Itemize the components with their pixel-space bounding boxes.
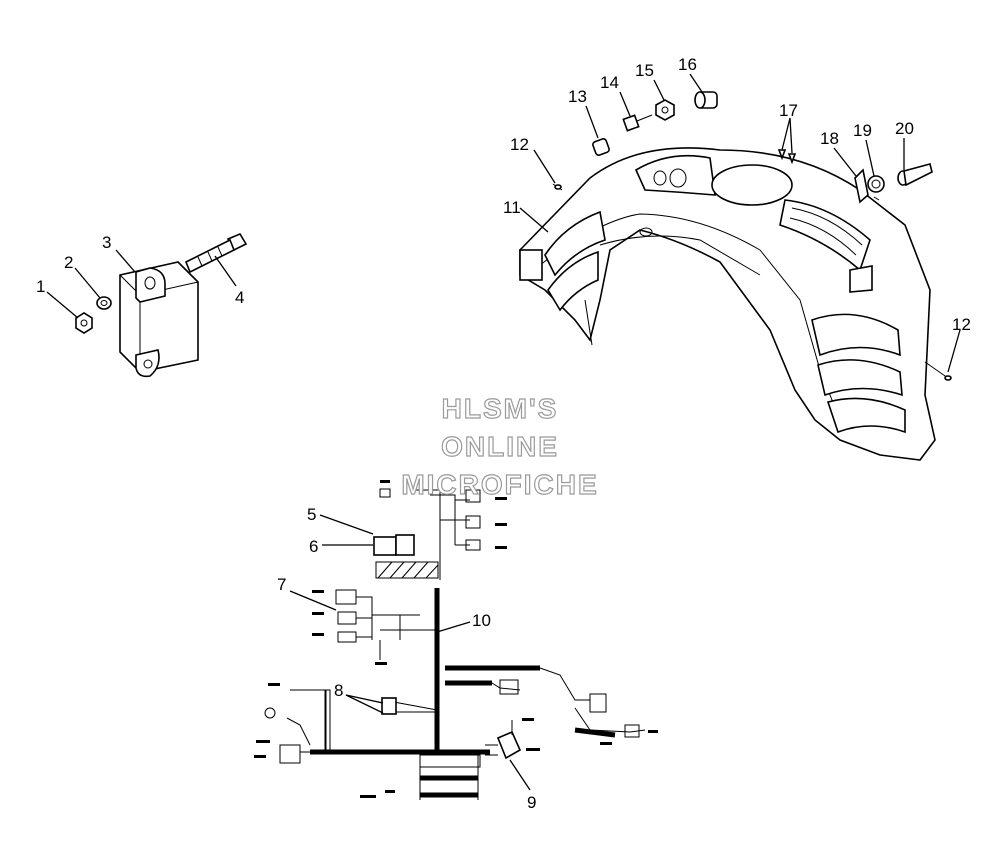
grommet[interactable] xyxy=(867,175,885,193)
ignition-cap[interactable] xyxy=(694,91,718,109)
panel-clip xyxy=(849,265,873,293)
callout-7: 7 xyxy=(277,575,286,594)
callout-1: 1 xyxy=(36,277,45,296)
bolt[interactable] xyxy=(184,232,248,274)
callout-4: 4 xyxy=(235,288,244,307)
screw-12-lower[interactable] xyxy=(924,361,952,381)
left-gauge-pod xyxy=(634,154,716,196)
leader-lines xyxy=(46,73,961,791)
module-assembly xyxy=(75,232,248,378)
panel-nut[interactable] xyxy=(655,99,675,121)
callout-10: 10 xyxy=(472,611,491,630)
callout-14: 14 xyxy=(600,73,619,92)
connector-right-1 xyxy=(589,693,607,713)
module-mount-tab-top xyxy=(135,267,166,303)
nut[interactable] xyxy=(75,312,93,334)
callout-6: 6 xyxy=(309,537,318,556)
callout-17: 17 xyxy=(779,101,798,120)
callout-9: 9 xyxy=(527,793,536,812)
callout-3: 3 xyxy=(102,233,111,252)
callout-15: 15 xyxy=(635,61,654,80)
right-vent-2 xyxy=(817,359,903,397)
center-gauge-opening xyxy=(711,164,793,206)
callout-16: 16 xyxy=(678,55,697,74)
connector-mid xyxy=(499,679,519,695)
hatched-mount xyxy=(375,561,439,579)
module-mount-tab-bottom xyxy=(135,349,160,378)
left-vent-lower xyxy=(547,250,599,312)
callout-12-upper: 12 xyxy=(510,135,529,154)
bushing[interactable] xyxy=(592,138,610,156)
washer[interactable] xyxy=(96,296,112,310)
bulb-socket[interactable] xyxy=(897,163,933,187)
callout-5: 5 xyxy=(307,505,316,524)
callout-2: 2 xyxy=(64,253,73,272)
watermark-line-1: HLSM'S xyxy=(442,393,559,424)
callout-18: 18 xyxy=(820,129,839,148)
callout-19: 19 xyxy=(853,121,872,140)
dash-panel-assembly xyxy=(519,91,952,461)
right-vent-3 xyxy=(826,397,906,434)
wiring-harness xyxy=(254,480,658,800)
left-vent-upper xyxy=(544,210,606,277)
key-switch[interactable] xyxy=(622,114,653,132)
watermark-line-2: ONLINE xyxy=(441,431,559,462)
callout-13: 13 xyxy=(568,87,587,106)
relay-1[interactable] xyxy=(373,536,397,556)
toggle-switch[interactable] xyxy=(854,168,880,204)
connector-9[interactable] xyxy=(485,720,522,760)
relay-2[interactable] xyxy=(395,534,415,556)
callout-8: 8 xyxy=(334,681,343,700)
connector-right-2 xyxy=(624,724,640,738)
callout-labels: 1 2 3 4 5 6 7 8 9 10 11 12 12 13 14 15 1… xyxy=(36,55,971,812)
callout-12-lower: 12 xyxy=(952,315,971,334)
callout-20: 20 xyxy=(895,119,914,138)
left-mount-bracket xyxy=(519,249,543,281)
watermark: HLSM'S ONLINE MICROFICHE xyxy=(401,392,598,500)
watermark-line-3: MICROFICHE xyxy=(401,469,598,500)
callout-11: 11 xyxy=(503,198,521,217)
connector-8[interactable] xyxy=(381,697,397,715)
screw-12-upper[interactable] xyxy=(552,183,563,191)
harness-annotation-marks xyxy=(254,480,658,798)
right-vent-1 xyxy=(811,313,901,357)
